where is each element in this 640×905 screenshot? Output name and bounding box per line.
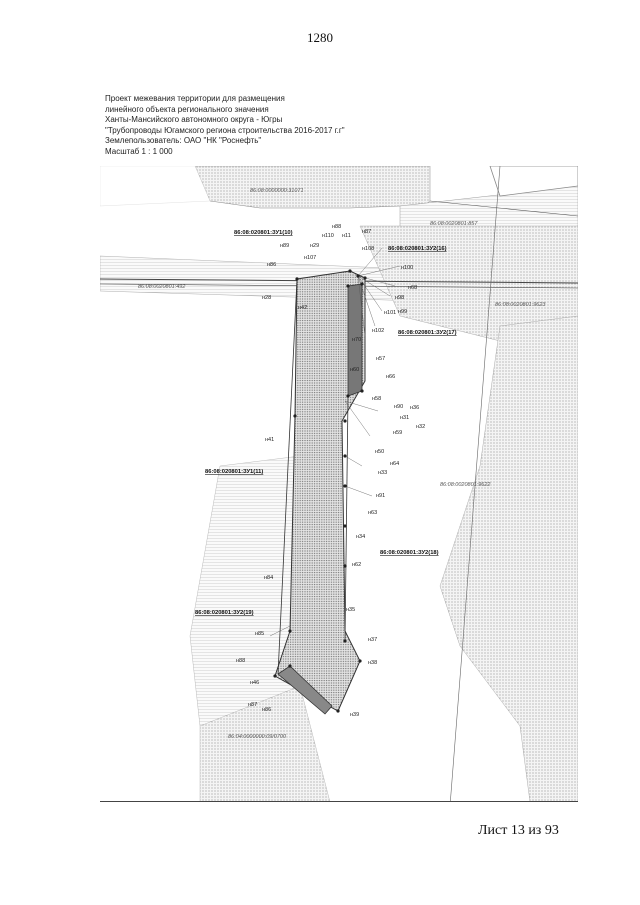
point-label: н70 [352,337,361,343]
header-line: линейного объекта регионального значения [105,104,269,114]
point-label: н35 [346,607,355,613]
cadastral-label: 86:08:0020801:857 [430,221,478,227]
point-label: н46 [250,680,259,686]
point-label: н50 [375,449,384,455]
cadastral-labels: 86:08:0000000:31071 86:08:0020801:857 86… [138,188,546,740]
sheet-label: Лист 13 из 93 [478,823,559,838]
point-label: н39 [350,712,359,718]
point-label: н62 [352,562,361,568]
point-leaders [269,247,401,637]
point-label: н59 [393,430,402,436]
header-line: Ханты-Мансийского автономного округа - Ю… [105,115,283,125]
point-label: н88 [236,658,245,664]
parcel-label: 86:08:020801:ЗУ2(17) [398,330,457,336]
point-label: н98 [395,295,404,301]
point-label: н60 [350,367,359,373]
point-label: н89 [280,243,289,249]
point-label: н63 [368,510,377,516]
point-label: н91 [376,493,385,499]
parcel-label: 86:08:020801:ЗУ2(16) [388,246,447,252]
header-line: Землепользователь: ОАО "НК "Роснефть" [105,136,262,146]
point-label: н99 [398,309,407,315]
survey-map: 86:08:0000000:31071 86:08:0020801:857 86… [100,166,578,802]
header-line: Масштаб 1 : 1 000 [105,146,173,156]
parcel-labels: 86:08:020801:ЗУ1(10) 86:08:020801:ЗУ2(16… [195,230,457,616]
parcel-label: 86:08:020801:ЗУ1(10) [234,230,293,236]
point-label: н38 [368,660,377,666]
cadastral-label: 86:08:0020801:9622 [440,482,490,488]
point-label: н32 [416,424,425,430]
map-title-block: Проект межевания территории для размещен… [105,94,345,158]
point-label: н41 [265,437,274,443]
background-territories [100,166,578,802]
header-line: Проект межевания территории для размещен… [105,94,285,103]
page-number: 1280 [307,30,333,45]
point-label: н57 [376,356,385,362]
point-label: н87 [362,229,371,235]
point-label: н86 [262,707,271,713]
point-label: н84 [264,575,273,581]
cadastral-label: 86:08:0020801:9623 [495,302,546,308]
point-labels: н88 н87 н110 н11 н89 н29 н108 н107 н86 н… [236,224,425,718]
point-label: н31 [400,415,409,421]
point-label: н33 [378,470,387,476]
point-label: н29 [310,243,319,249]
point-label: н34 [356,534,365,540]
point-label: н86 [267,262,276,268]
bottom-rule [100,801,578,802]
point-label: н87 [248,702,257,708]
vertex-markers [273,269,367,713]
point-label: н28 [262,295,271,301]
point-label: н58 [372,396,381,402]
point-label: н64 [390,461,399,467]
point-label: н110 [322,233,334,239]
map-canvas: 86:08:0000000:31071 86:08:0020801:857 86… [100,166,578,802]
point-label: н108 [362,246,374,252]
cadastral-label: 86:08:0020801:492 [138,284,185,290]
point-label: н68 [408,285,417,291]
point-label: н90 [394,404,403,410]
cadastral-label: 86:04:0000000:09/0700 [228,734,287,740]
corridor-parcels [274,270,366,715]
point-label: н85 [255,631,264,637]
parcel-label: 86:08:020801:ЗУ1(11) [205,469,263,475]
point-label: н66 [386,374,395,380]
cadastral-label: 86:08:0000000:31071 [250,188,304,194]
point-label: н107 [304,255,316,261]
point-label: н36 [410,405,419,411]
point-label: н88 [332,224,341,230]
point-label: н101 [384,310,396,316]
parcel-label: 86:08:020801:ЗУ2(19) [195,610,254,616]
parcel-label: 86:08:020801:ЗУ2(18) [380,550,439,556]
point-label: н37 [368,637,377,643]
point-label: н102 [372,328,384,334]
point-label: н100 [401,265,413,271]
point-label: н42 [298,305,307,311]
point-label: н11 [342,233,351,239]
header-line: "Трубопроводы Югамского региона строител… [105,125,345,135]
